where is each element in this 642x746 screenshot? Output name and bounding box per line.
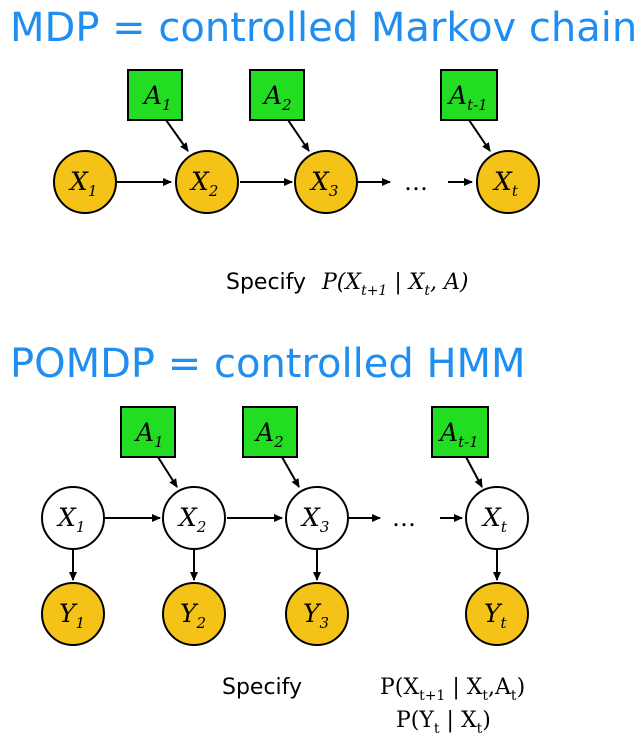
pomdp-edge-a2-x3: [281, 456, 300, 488]
pomdp-action-a2: A2: [242, 406, 298, 458]
svg-text:X2: X2: [177, 503, 206, 536]
mdp-edge-at-xt: [468, 119, 491, 152]
pomdp-action-a1: A1: [120, 406, 176, 458]
mdp-edge-a2-x3: [287, 119, 310, 152]
pomdp-state-x3: X3: [285, 486, 349, 550]
pomdp-title: POMDP = controlled HMM: [10, 341, 526, 387]
pomdp-formula-transition: P(Xt+1 | Xt,At): [380, 675, 525, 704]
mdp-ellipsis: …: [404, 168, 428, 196]
svg-text:X3: X3: [309, 167, 338, 200]
mdp-state-x3: X3: [294, 150, 358, 214]
pomdp-edge-a1-x2: [157, 456, 178, 488]
svg-text:Y3: Y3: [303, 599, 329, 632]
pomdp-observation-yt: Yt: [465, 582, 529, 646]
svg-text:Y2: Y2: [180, 599, 206, 632]
mdp-formula: P(Xt+1 | Xt, A): [321, 270, 469, 299]
pomdp-state-x2: X2: [162, 486, 226, 550]
svg-text:At-1: At-1: [447, 81, 488, 114]
svg-text:A2: A2: [262, 81, 292, 114]
pomdp-specify-label: Specify: [222, 675, 302, 700]
pomdp-observation-y3: Y3: [285, 582, 349, 646]
mdp-title: MDP = controlled Markov chain: [10, 5, 638, 51]
pomdp-state-x1: X1: [41, 486, 105, 550]
svg-text:Xt: Xt: [481, 503, 508, 536]
mdp-state-x2: X2: [175, 150, 239, 214]
svg-text:X1: X1: [68, 167, 97, 200]
svg-text:A1: A1: [142, 81, 172, 114]
pomdp-formula-observation: P(Yt | Xt): [396, 708, 491, 737]
mdp-state-x1: X1: [53, 150, 117, 214]
pomdp-observation-y1: Y1: [41, 582, 105, 646]
svg-text:X2: X2: [189, 167, 218, 200]
svg-text:At-1: At-1: [438, 418, 479, 451]
svg-text:Y1: Y1: [59, 599, 85, 632]
mdp-specify-label: Specify: [226, 270, 306, 295]
pomdp-action-at-1: At-1: [431, 406, 489, 458]
mdp-state-xt: Xt: [476, 150, 540, 214]
pomdp-edge-at-xt: [465, 456, 483, 488]
mdp-edge-a1-x2: [165, 119, 189, 152]
svg-text:X3: X3: [300, 503, 329, 536]
svg-text:A2: A2: [254, 418, 284, 451]
pomdp-observation-y2: Y2: [162, 582, 226, 646]
svg-text:Xt: Xt: [492, 167, 519, 200]
mdp-action-at-1: At-1: [440, 69, 498, 121]
svg-text:X1: X1: [56, 503, 85, 536]
pomdp-ellipsis: …: [392, 504, 416, 532]
mdp-action-a2: A2: [249, 69, 305, 121]
mdp-action-a1: A1: [127, 69, 183, 121]
svg-text:Yt: Yt: [484, 599, 508, 632]
pomdp-state-xt: Xt: [465, 486, 529, 550]
svg-text:A1: A1: [134, 418, 164, 451]
